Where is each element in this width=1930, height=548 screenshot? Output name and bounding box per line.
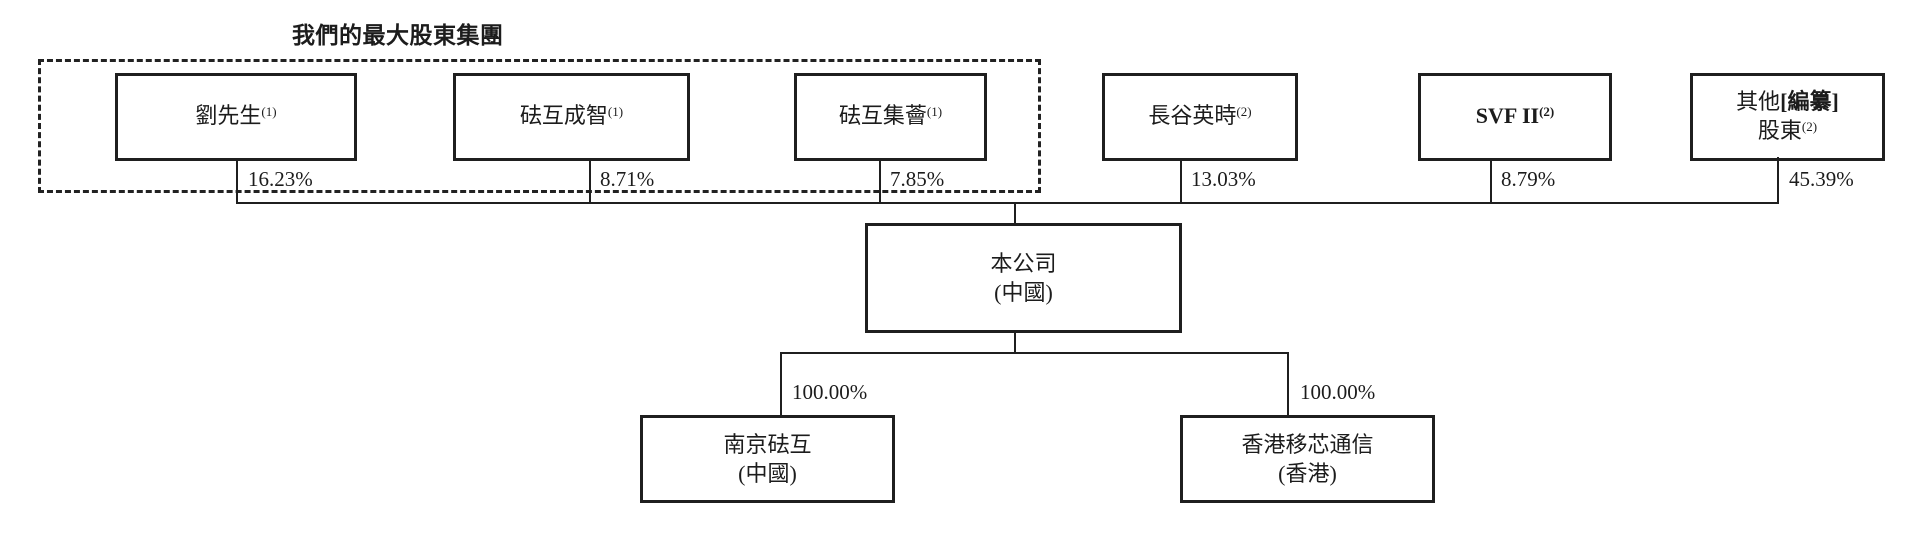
subsidiary-jurisdiction: (香港) — [1278, 461, 1337, 486]
shareholder-box-svf2: SVF II(2) — [1418, 73, 1612, 161]
connector-bus — [236, 202, 1779, 204]
shareholder-label: 劉先生(1) — [195, 103, 277, 128]
largest-shareholder-group-title: 我們的最大股東集團 — [292, 23, 504, 48]
connector-drop-hk — [1287, 352, 1289, 417]
connector-drop-fahu-jihui — [879, 159, 881, 204]
connector-split-bar — [780, 352, 1289, 354]
largest-shareholder-group-outline — [38, 59, 1041, 193]
ownership-pct-fahu-jihui: 7.85% — [890, 167, 945, 191]
ownership-pct-liu: 16.23% — [248, 167, 313, 191]
connector-drop-changgu-yingshi — [1180, 158, 1182, 204]
footnote-marker: (2) — [1801, 118, 1818, 134]
footnote-marker: (1) — [926, 104, 943, 119]
ownership-pct-svf2: 8.79% — [1501, 167, 1556, 191]
connector-bus-to-company — [1014, 202, 1016, 225]
subsidiary-jurisdiction: (中國) — [738, 461, 797, 486]
shareholder-box-liu: 劉先生(1) — [115, 73, 357, 161]
ownership-pct-nanjing: 100.00% — [792, 380, 868, 404]
company-jurisdiction: (中國) — [994, 280, 1053, 305]
redacted-tag: [編纂] — [1780, 88, 1839, 114]
connector-drop-liu — [236, 158, 238, 204]
shareholder-box-changgu-yingshi: 長谷英時(2) — [1102, 73, 1298, 161]
connector-drop-svf2 — [1490, 158, 1492, 204]
connector-drop-other — [1777, 157, 1779, 204]
shareholder-box-fahu-chengzhi: 砝互成智(1) — [453, 73, 690, 161]
footnote-marker: (2) — [1236, 104, 1252, 119]
shareholder-label: SVF II(2) — [1475, 103, 1555, 128]
connector-drop-fahu-chengzhi — [589, 159, 591, 204]
connector-company-to-split — [1014, 331, 1016, 354]
ownership-pct-other: 45.39% — [1789, 167, 1854, 191]
subsidiary-name: 南京砝互 — [723, 432, 812, 457]
ownership-pct-fahu-chengzhi: 8.71% — [600, 167, 655, 191]
footnote-marker: (1) — [261, 104, 277, 119]
subsidiary-box-nanjing: 南京砝互 (中國) — [640, 415, 895, 503]
subsidiary-box-hk: 香港移芯通信 (香港) — [1180, 415, 1435, 503]
shareholder-label-line1: 其他[編纂] — [1736, 88, 1839, 114]
ownership-pct-hk: 100.00% — [1300, 380, 1376, 404]
shareholder-label: 砝互成智(1) — [519, 103, 624, 128]
company-box: 本公司 (中國) — [865, 223, 1182, 333]
subsidiary-name: 香港移芯通信 — [1241, 432, 1374, 457]
connector-drop-nanjing — [780, 352, 782, 417]
footnote-marker: (1) — [607, 104, 624, 119]
ownership-pct-changgu-yingshi: 13.03% — [1191, 167, 1256, 191]
shareholder-label-line2: 股東(2) — [1757, 117, 1818, 143]
shareholder-label: 砝互集薈(1) — [838, 103, 943, 128]
shareholder-label: 長谷英時(2) — [1148, 103, 1252, 128]
footnote-marker: (2) — [1539, 104, 1555, 119]
company-name: 本公司 — [990, 251, 1057, 276]
shareholder-box-other-shareholders: 其他[編纂] 股東(2) — [1690, 73, 1885, 161]
shareholder-box-fahu-jihui: 砝互集薈(1) — [794, 73, 987, 161]
